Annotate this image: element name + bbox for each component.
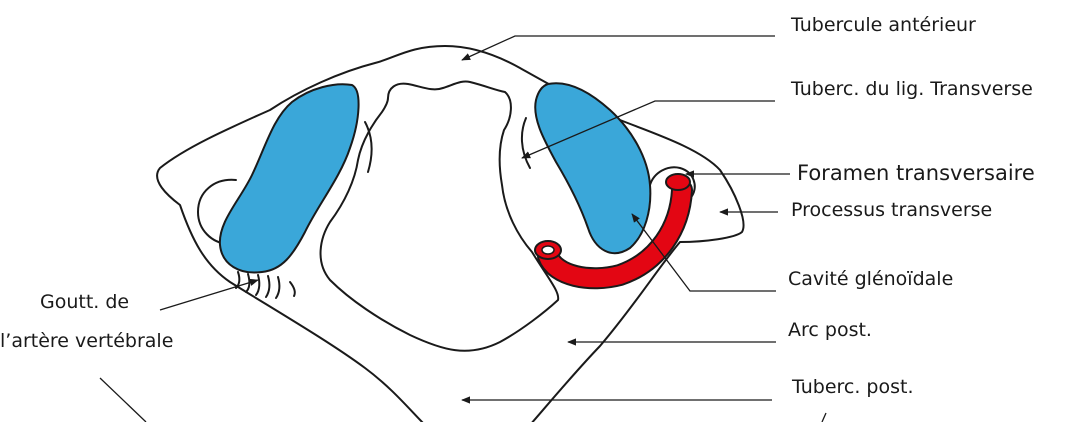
stray-tick-bottom-right	[822, 413, 826, 422]
vertebral-artery-end-lower-lumen	[542, 246, 554, 254]
label-goutt-line1: Goutt. de	[40, 291, 129, 315]
stray-line-bottom-left	[100, 378, 146, 422]
vertebral-artery-end-upper	[666, 174, 690, 190]
label-processus-transverse: Processus transverse	[791, 199, 992, 223]
label-arc-post: Arc post.	[788, 319, 872, 343]
leader-tubercule-anterieur	[462, 36, 775, 60]
leader-gouttiere-arteere-vertebrale	[160, 280, 258, 310]
label-tuberc-lig-transverse: Tuberc. du lig. Transverse	[791, 78, 1033, 102]
label-tubercule-anterieur: Tubercule antérieur	[791, 14, 976, 38]
label-cavite-glenoidale: Cavité glénoïdale	[788, 268, 953, 292]
label-tuberc-post: Tuberc. post.	[792, 376, 914, 400]
label-foramen-transversaire: Foramen transversaire	[797, 160, 1035, 186]
label-goutt-line2: l’artère vertébrale	[0, 330, 173, 354]
